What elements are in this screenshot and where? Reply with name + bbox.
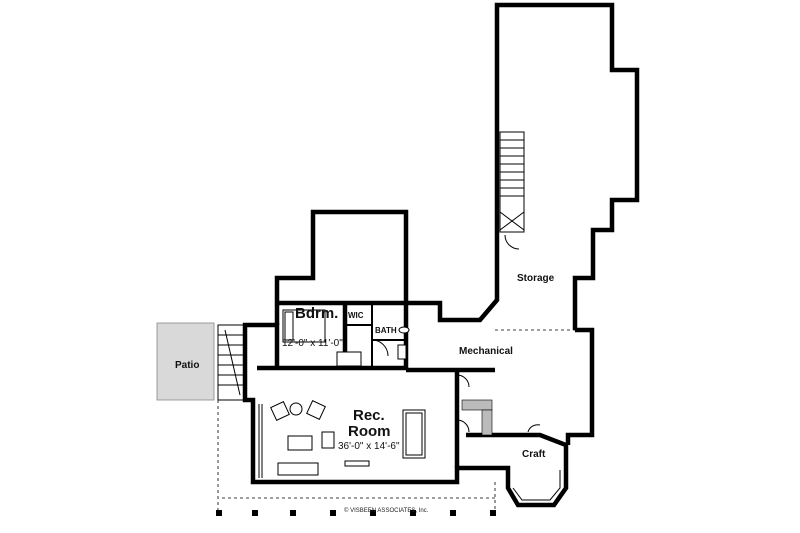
wic-label: WIC: [348, 311, 364, 320]
rec-room-outer-wall: [242, 322, 495, 485]
craft-cabinets: [461, 399, 493, 436]
sofa-icon: [277, 462, 319, 476]
bath-label: BATH: [375, 326, 397, 335]
rec-room-dimensions: 36'-0" x 14'-6": [338, 441, 400, 452]
storage-stairs: [499, 131, 525, 250]
chair-icon: [270, 401, 290, 421]
patio-area: [156, 322, 215, 401]
storage-label: Storage: [517, 273, 555, 284]
round-table-icon: [289, 402, 303, 416]
rec-room-furniture: [258, 351, 426, 478]
craft-room-walls: [454, 370, 569, 508]
rec-room-label-line1: Rec.: [353, 407, 385, 424]
armchair-icon: [321, 431, 335, 449]
tv-icon: [344, 460, 370, 467]
right-outer-wall: [565, 327, 595, 445]
chair-icon-2: [306, 400, 326, 420]
coffee-table-icon: [287, 435, 313, 451]
patio-label: Patio: [175, 360, 199, 371]
bedroom-label: Bdrm.: [295, 305, 338, 322]
mechanical-label: Mechanical: [459, 346, 513, 357]
rec-room-label-line2: Room: [348, 423, 391, 440]
copyright-text: © VISBEEN ASSOCIATES, Inc.: [344, 507, 429, 514]
bedroom-dimensions: 12'-0" x 11'-0": [282, 338, 343, 349]
craft-label: Craft: [522, 449, 546, 460]
toilet-icon: [398, 326, 410, 334]
left-stairs: [217, 324, 246, 401]
porch-columns: [216, 400, 496, 516]
storage-outline-wall: [494, 2, 640, 330]
